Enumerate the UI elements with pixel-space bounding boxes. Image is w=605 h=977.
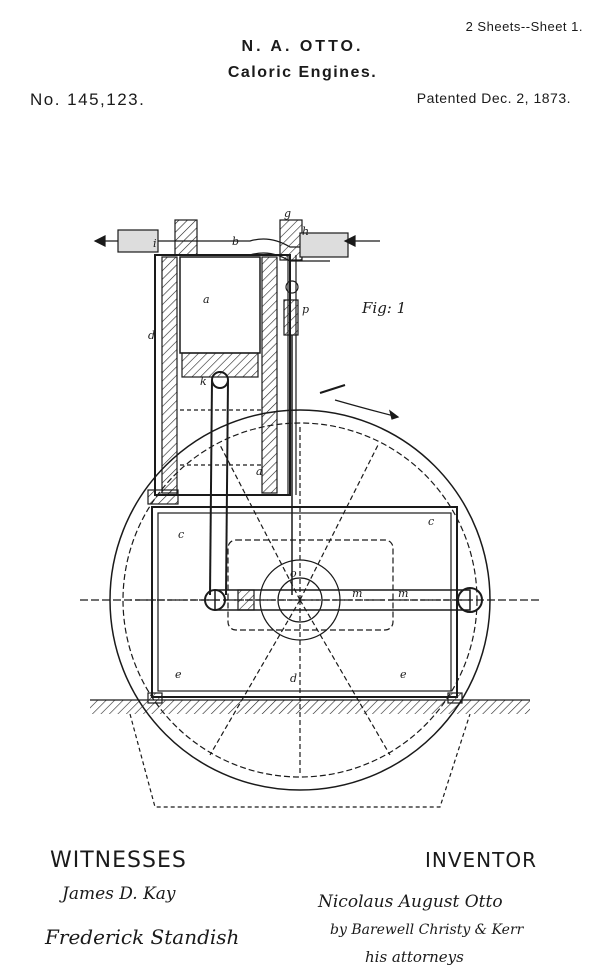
letter-b: b (232, 235, 239, 248)
letter-e1: e (175, 668, 182, 681)
engine-drawing: Fig: 1 a a d d b i g h p k c c e e m m o (80, 207, 540, 808)
patent-number: No. 145,123. (30, 90, 146, 109)
attorneys-signature: his attorneys (365, 948, 464, 966)
letter-a1: a (203, 293, 210, 306)
letter-e2: e (400, 668, 407, 681)
sheet-number: 2 Sheets--Sheet 1. (465, 19, 583, 34)
lever-arm (214, 589, 471, 611)
letter-m2: m (398, 587, 408, 600)
witnesses-label: WITNESSES (50, 848, 187, 873)
letter-g: g (284, 207, 291, 220)
letter-p: p (302, 303, 309, 316)
witness-2-signature: Frederick Standish (45, 925, 240, 949)
witness-1-signature: James D. Kay (62, 884, 176, 904)
patent-date: Patented Dec. 2, 1873. (416, 90, 571, 106)
inventor-name-heading: N. A. OTTO. (241, 38, 364, 55)
letter-o: o (290, 567, 297, 580)
inventor-label: INVENTOR (425, 848, 537, 872)
patent-title: Caloric Engines. (227, 64, 378, 81)
letter-h: h (302, 225, 309, 238)
engine-frame (151, 506, 458, 698)
inventor-signature: Nicolaus August Otto (318, 892, 503, 912)
letter-c2: c (178, 528, 184, 541)
letter-d1: d (148, 329, 155, 342)
letter-k: k (200, 375, 207, 388)
letter-a2: a (256, 465, 263, 478)
letter-c1: c (428, 515, 434, 528)
figure-label: Fig: 1 (361, 299, 406, 317)
letter-m1: m (352, 587, 362, 600)
attorneys-line: by Barewell Christy & Kerr (330, 922, 524, 938)
letter-i: i (153, 237, 157, 250)
letter-d2: d (290, 672, 297, 685)
